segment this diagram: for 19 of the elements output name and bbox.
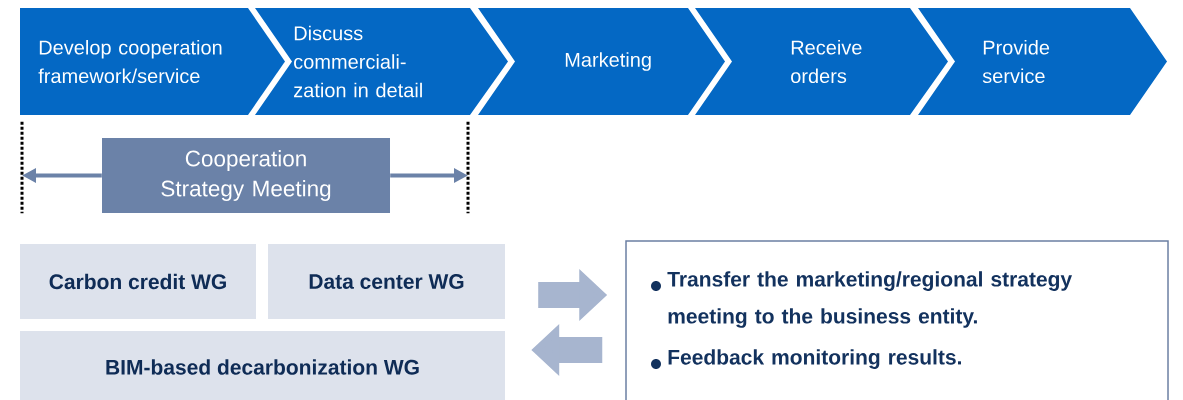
bullet-text: Feedback monitoring results. xyxy=(668,349,961,369)
dotted-line xyxy=(20,121,24,214)
node-label: Develop cooperation framework/service xyxy=(38,39,222,84)
process-step-banner: Develop cooperation framework/service xyxy=(20,8,285,115)
working-group-box: Data center WG xyxy=(268,244,505,319)
process-step-banner: Receive orders xyxy=(695,8,948,115)
node-label: Provide service xyxy=(982,39,1050,84)
working-group-box: Carbon credit WG xyxy=(20,244,256,319)
meeting-box: Cooperation Strategy Meeting xyxy=(102,138,390,213)
info-box xyxy=(625,240,1169,400)
bullet-text: Transfer the marketing/regional strategy meeting to the business entity. xyxy=(667,271,1072,328)
node-label: Discuss commerciali- zation in detail xyxy=(294,25,422,98)
node-label: Marketing xyxy=(565,52,651,71)
process-step-banner: Provide service xyxy=(918,8,1167,115)
process-step-banner: Discuss commerciali- zation in detail xyxy=(255,8,508,115)
process-step-banner: Marketing xyxy=(478,8,725,115)
working-group-box: BIM-based decarbonization WG xyxy=(20,331,505,400)
node-label: Receive orders xyxy=(791,39,862,84)
dotted-line xyxy=(466,121,470,214)
